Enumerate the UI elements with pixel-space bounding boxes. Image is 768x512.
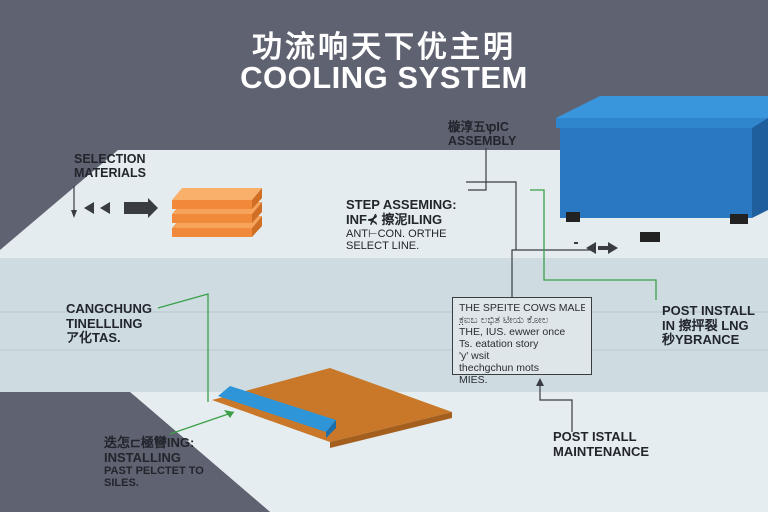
connector-arrowhead [536,378,544,386]
installation-plate [212,368,452,448]
cooling-cabinet [556,96,768,242]
coolant-pipe [218,386,336,438]
step-description-box: THE SPEITE COWS MALE. ಕ಼ಐಬ ಲಭಿತ ಟೀಯ ಕೋಲ … [452,297,592,386]
label-assembly: 㯀淳五ꝕIC ASSEMBLY [448,120,517,148]
label-selection-materials: SELECTION MATERIALS [74,152,146,180]
label-step-assembling-sub: ANT⊢CON. ORTHE SELECT LINE. [346,228,447,253]
floor-front-shadow [0,392,270,512]
label-installing: 迭怎⊏極㘜ING: INSTALLING PAST PELCTET TO SIL… [104,435,204,490]
title-chinese: 功流响天下优主明 [252,30,516,65]
green-arrowhead [224,410,234,418]
label-post-install-top: POST INSTALL IN 擦抨裂 LNG 秒YBRANCE [662,303,755,348]
label-post-install-maintenance: POST ISTALL MAINTENANCE [553,429,650,459]
direction-arrows [84,198,618,254]
selection-pointer-head [71,210,77,218]
green-connectors [157,189,657,435]
label-step-assembling: STEP ASSEMING: INF⊀ 擦泥ILING [346,197,457,227]
connector-lines [466,148,590,432]
title-english: COOLING SYSTEM [240,60,528,95]
orange-material-stack [172,188,262,237]
label-cangchung: CANGCHUNG TINELLLING ア化TAS. [66,301,152,346]
